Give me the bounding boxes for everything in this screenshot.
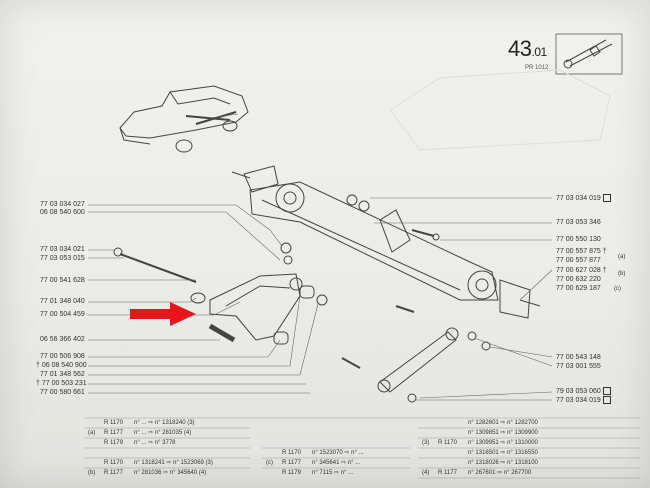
left-ref-10: † 06 08 540 900 (36, 362, 87, 369)
left-ref-1: 77 03 034 027 (40, 201, 85, 208)
left-ref-7: 77 00 504 459 (40, 311, 85, 318)
page-code: PR 1012 (525, 65, 549, 71)
right-ref-8: 77 00 629 187 (556, 285, 601, 292)
bolts-and-washers (280, 194, 491, 403)
right-ref-7: 77 00 632 220 (556, 276, 601, 283)
right-ref-11: 79 03 053 060 (556, 387, 611, 396)
car-location-sketch (119, 85, 249, 153)
anti-roll-rod (113, 247, 197, 283)
rear-axle-beam (231, 165, 541, 319)
right-ref-3: 77 00 550 130 (556, 236, 601, 243)
background-car-watermark (389, 69, 611, 151)
lower-control-arm (190, 273, 328, 345)
table-grid (84, 417, 640, 479)
table-row: n° 1282601 ⇨ n° 1282700 (468, 420, 538, 426)
right-ref-5: 77 00 557 877 (556, 257, 601, 264)
box-icon (602, 396, 611, 404)
leader-lines (88, 113, 553, 401)
right-ref-1: 77 03 034 019 (556, 194, 611, 203)
box-icon (602, 387, 611, 395)
left-ref-4: 77 03 053 015 (40, 255, 85, 262)
panhard-rod (377, 327, 459, 393)
table-row: n° 1316501 ⇨ n° 1316550 (468, 450, 538, 456)
tag-c: (c) (614, 286, 621, 292)
right-ref-2: 77 03 053 346 (556, 219, 601, 226)
box-icon (602, 194, 611, 202)
left-ref-12: † 77 00 503 231 (36, 380, 87, 387)
right-ref-12: 77 03 034 019 (556, 396, 611, 405)
tag-b: (b) (618, 271, 626, 277)
tag-a: (a) (618, 254, 626, 260)
left-ref-3: 77 03 034 021 (40, 246, 85, 253)
left-ref-9: 77 00 506 908 (40, 353, 85, 360)
page-number: 43.01 (508, 36, 547, 61)
right-ref-10: 77 03 001 555 (556, 363, 601, 370)
left-ref-6: 77 01 348 040 (40, 298, 85, 305)
table-row: n° 1318026 ⇨ n° 1318100 (468, 460, 538, 466)
right-ref-4: 77 00 557 875 † (556, 248, 607, 255)
section-icon (555, 33, 623, 75)
table-row: n° 1309851 ⇨ n° 1309900 (468, 430, 538, 436)
left-ref-5: 77 00 541 628 (40, 277, 85, 284)
left-ref-2: 06 08 540 600 (40, 209, 85, 216)
left-ref-13: 77 00 580 661 (40, 389, 85, 396)
left-ref-11: 77 01 348 562 (40, 371, 85, 378)
red-arrow-icon (130, 302, 196, 326)
right-ref-6: 77 00 627 028 † (556, 267, 607, 274)
left-ref-8: 06 56 366 402 (40, 336, 85, 343)
right-ref-9: 77 00 543 148 (556, 354, 601, 361)
